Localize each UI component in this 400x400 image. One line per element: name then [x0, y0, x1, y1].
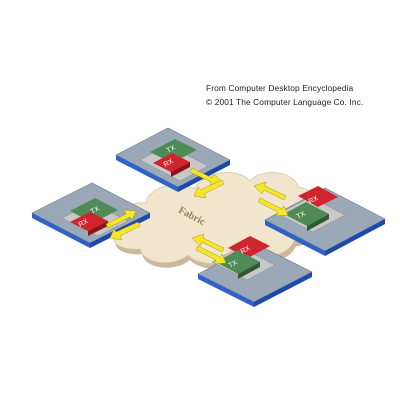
arrow-left-out	[105, 209, 137, 229]
arrow-top-in	[193, 179, 225, 199]
credit-line-1: From Computer Desktop Encyclopedia	[206, 83, 354, 93]
port-right: RX TX	[264, 186, 386, 256]
port-top-tx-label: TX	[166, 144, 177, 155]
port-bottom-module: RX TX	[216, 236, 270, 279]
port-top-module: TX RX	[150, 139, 197, 177]
port-right-tx-label: TX	[296, 210, 307, 221]
port-bottom: RX TX	[197, 236, 313, 307]
port-left-tx-label: TX	[90, 205, 101, 216]
port-top-rx-label: RX	[163, 158, 175, 169]
port-bottom-tx-label: TX	[228, 259, 239, 270]
arrow-right-out	[253, 181, 287, 201]
arrow-bottom-in	[195, 245, 227, 265]
port-left: TX RX	[31, 182, 151, 248]
signal-arrows	[105, 167, 289, 265]
port-right-rx-label: RX	[308, 195, 320, 206]
arrow-left-in	[109, 221, 141, 241]
port-bottom-rx-label: RX	[240, 245, 252, 256]
credit-line-2: © 2001 The Computer Language Co. Inc.	[206, 97, 364, 107]
arrow-bottom-out	[191, 233, 225, 253]
port-left-rx-label: RX	[78, 218, 90, 229]
port-right-module: RX TX	[284, 186, 338, 231]
port-left-module: TX RX	[70, 198, 118, 236]
arrow-right-in	[257, 197, 289, 217]
